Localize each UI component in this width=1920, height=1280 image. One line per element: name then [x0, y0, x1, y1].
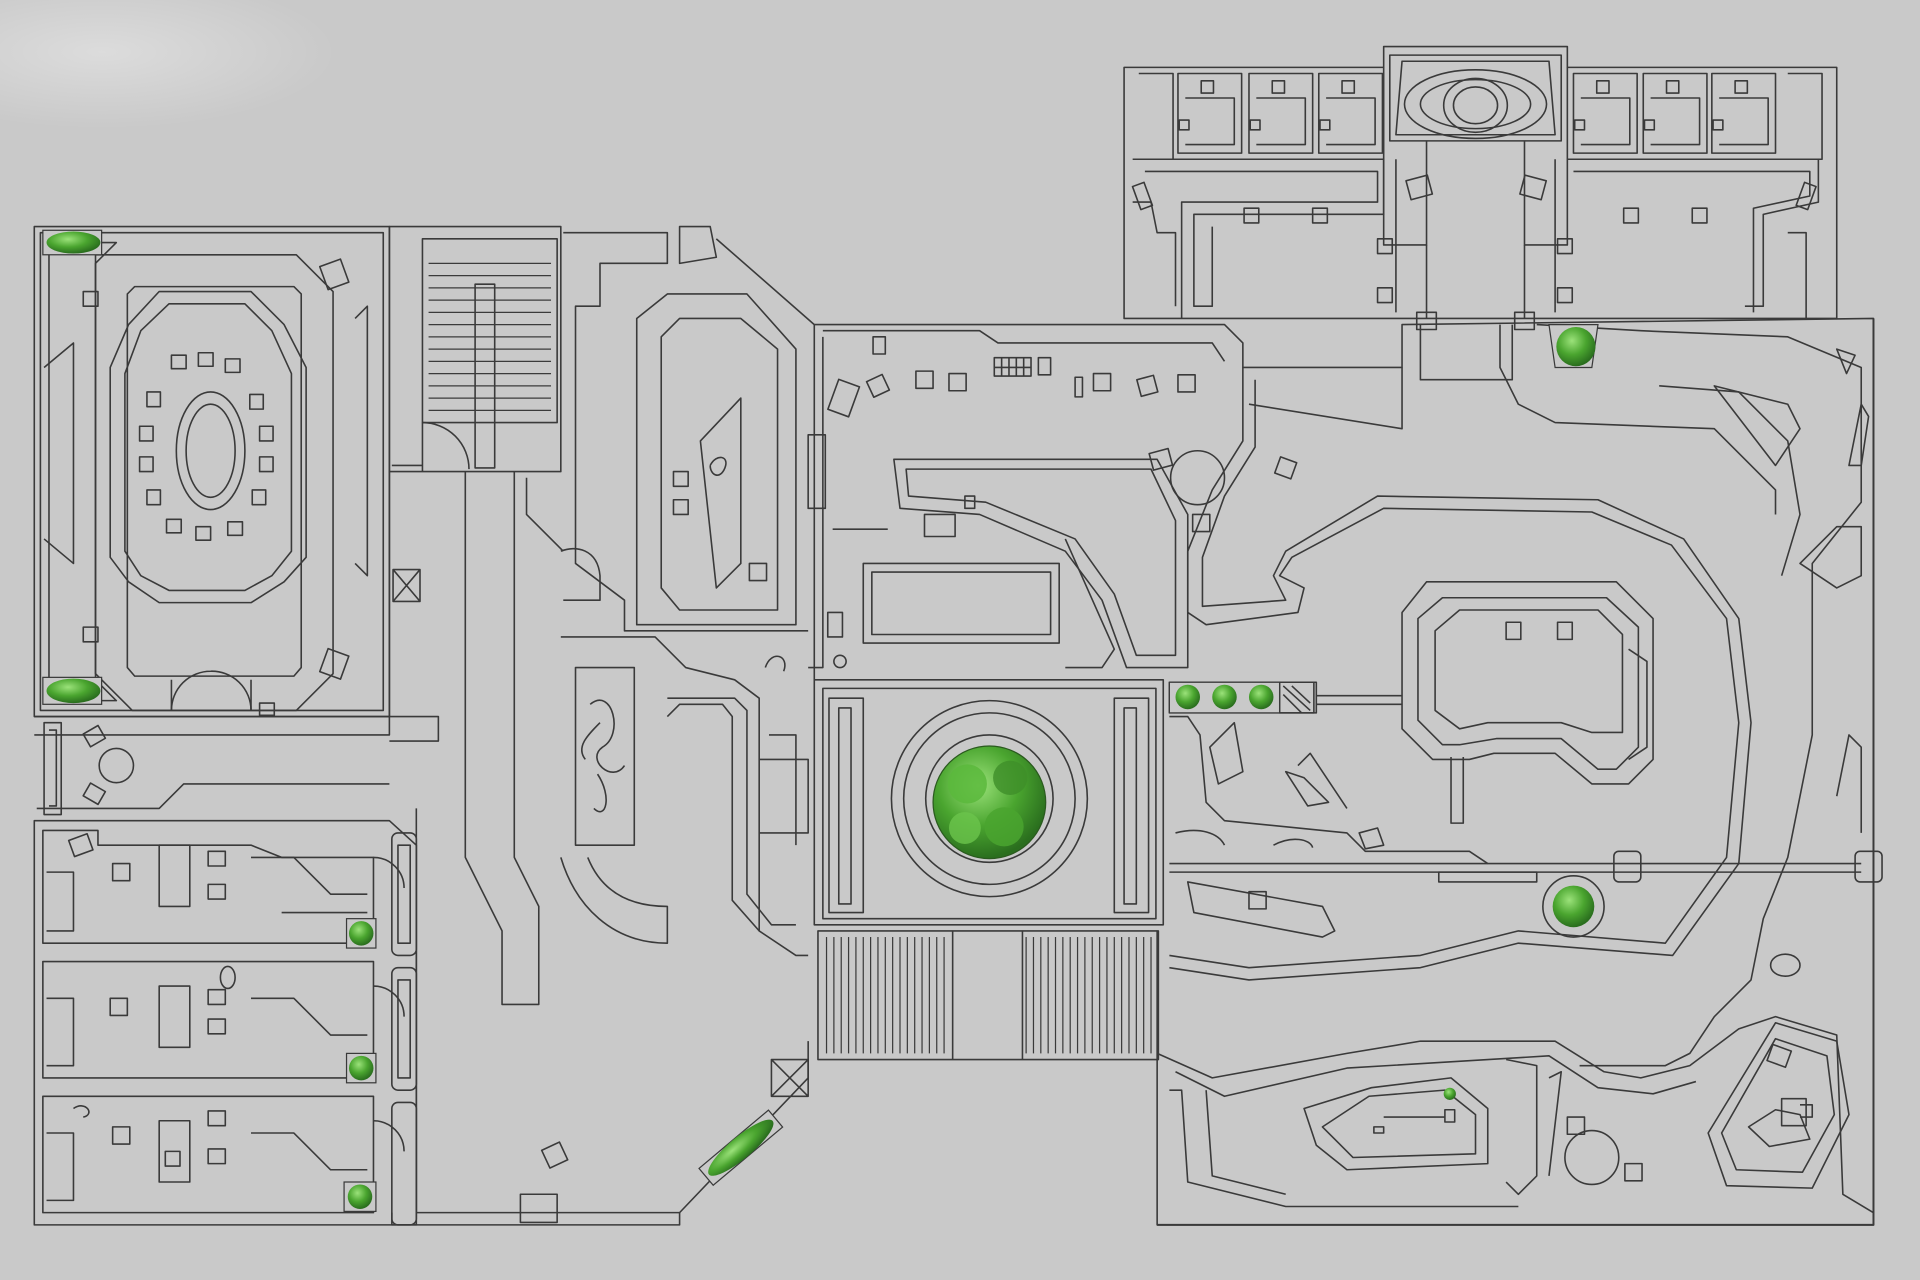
east-island	[1316, 581, 1654, 824]
office-1	[42, 829, 418, 957]
atrium-planter-ring	[890, 699, 1089, 898]
boardroom-chairs	[138, 351, 274, 541]
central-lounge	[525, 225, 815, 957]
atrium-tree	[932, 745, 1047, 860]
office-3	[42, 1095, 418, 1226]
stair-core	[388, 225, 562, 603]
pavilion	[1707, 1021, 1850, 1189]
east-lounge	[1168, 681, 1883, 978]
stair-treads	[428, 262, 552, 411]
boardroom-octagon	[109, 290, 307, 604]
north-elliptical-table	[1403, 69, 1548, 140]
office-row	[33, 819, 418, 1226]
atrium	[770, 679, 1165, 1098]
outer-wall	[1157, 318, 1875, 1226]
boardroom-wing	[33, 225, 391, 718]
north-wing	[1123, 45, 1838, 331]
planter-boxes	[42, 229, 1599, 1213]
plants	[42, 229, 1599, 1213]
southeast-zone	[1156, 1015, 1874, 1214]
desk-island-south	[1303, 1077, 1489, 1171]
east-perimeter	[1536, 323, 1870, 1067]
north-cubicles	[1177, 72, 1777, 154]
west-corridor	[34, 471, 809, 1226]
conference-table	[175, 391, 246, 511]
